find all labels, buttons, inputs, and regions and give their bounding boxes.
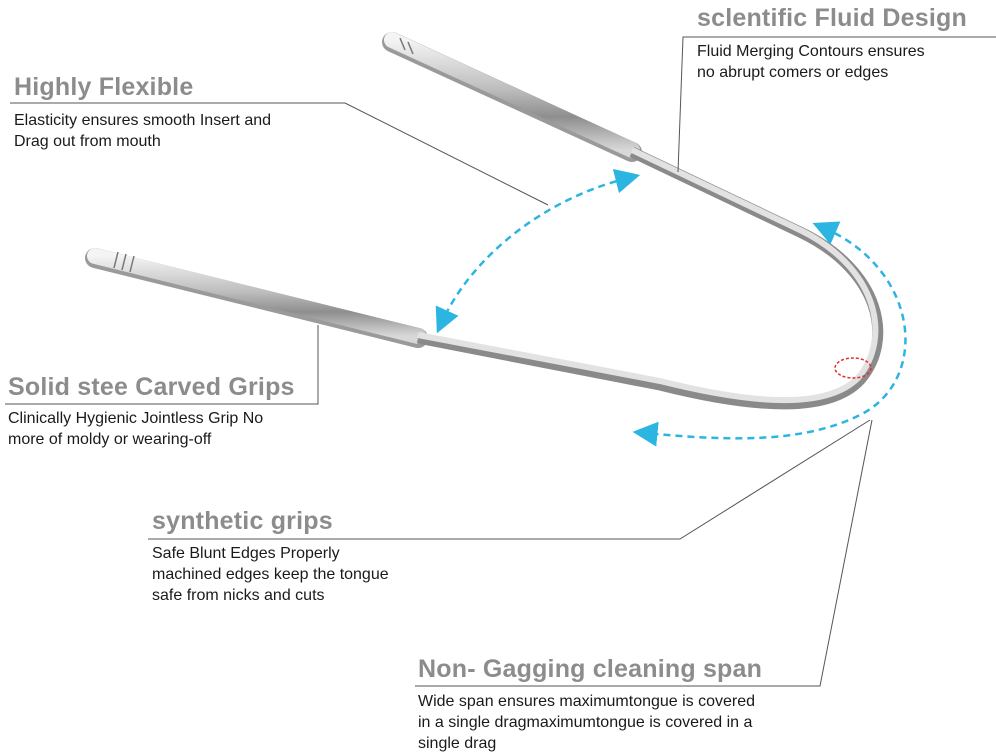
text-line: no abrupt comers or edges bbox=[697, 64, 889, 81]
text-line: more of moldy or wearing-off bbox=[8, 431, 212, 448]
highly-flexible-text: Elasticity ensures smooth Insert and Dra… bbox=[14, 110, 271, 152]
text-line: Wide span ensures maximumtongue is cover… bbox=[418, 693, 756, 710]
non-gagging-title: Non- Gagging cleaning span bbox=[418, 655, 763, 683]
text-line: Safe Blunt Edges Properly bbox=[152, 545, 340, 562]
span-arrow bbox=[632, 221, 907, 447]
non-gagging-text: Wide span ensures maximumtongue is cover… bbox=[418, 691, 755, 754]
text-line: safe from nicks and cuts bbox=[152, 587, 325, 604]
cleaning-band bbox=[416, 147, 884, 410]
edge-highlight bbox=[834, 357, 872, 379]
text-line: Clinically Hygienic Jointless Grip No bbox=[8, 410, 264, 427]
carved-grips-title: Solid stee Carved Grips bbox=[8, 373, 295, 401]
text-line: in a single dragmaximumtongue is covered… bbox=[418, 714, 753, 731]
leader-lines bbox=[5, 36, 996, 687]
text-line: Elasticity ensures smooth Insert and bbox=[14, 112, 272, 129]
fluid-design-title: sclentific Fluid Design bbox=[697, 4, 967, 32]
text-line: Drag out from mouth bbox=[14, 133, 161, 150]
text-line: single drag bbox=[418, 735, 497, 752]
lower-handle bbox=[85, 248, 428, 348]
synthetic-grips-title: synthetic grips bbox=[152, 507, 333, 535]
carved-grips-text: Clinically Hygienic Jointless Grip No mo… bbox=[8, 408, 263, 450]
text-line: machined edges keep the tongue bbox=[152, 566, 389, 583]
highly-flexible-title: Highly Flexible bbox=[14, 73, 194, 101]
fluid-design-text: Fluid Merging Contours ensures no abrupt… bbox=[697, 41, 925, 83]
upper-handle bbox=[382, 32, 642, 162]
synthetic-grips-text: Safe Blunt Edges Properly machined edges… bbox=[152, 543, 389, 606]
flex-arrow bbox=[435, 168, 641, 334]
text-line: Fluid Merging Contours ensures bbox=[697, 43, 925, 60]
